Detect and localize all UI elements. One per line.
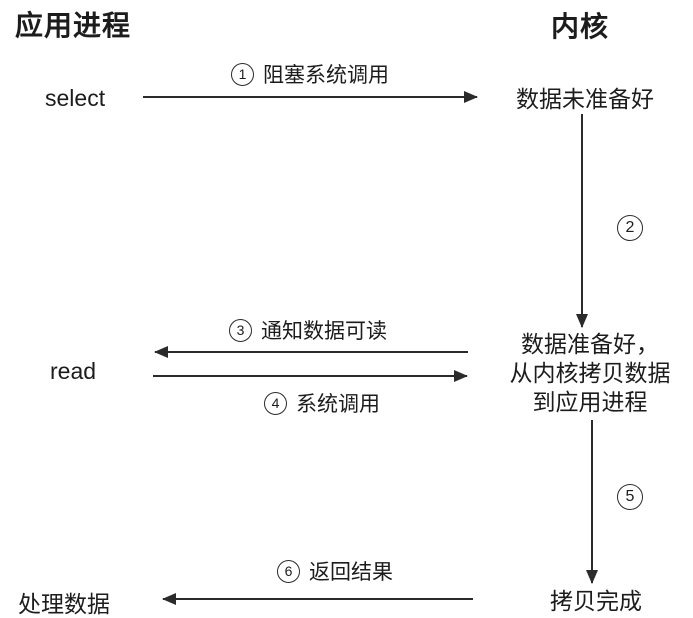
node-copy-done: 拷贝完成 xyxy=(550,588,642,614)
node-data-ready-line2: 从内核拷贝数据 xyxy=(509,360,671,386)
arrow-step2-head xyxy=(576,314,588,328)
step6-label: 6 返回结果 xyxy=(245,556,425,586)
step3-circled-number-icon: 3 xyxy=(229,318,252,342)
arrow-step1-shaft xyxy=(143,96,477,98)
step1-label-text: 阻塞系统调用 xyxy=(263,64,389,87)
step5-circled-number-icon: 5 xyxy=(617,484,643,510)
step4-label-text: 系统调用 xyxy=(296,393,380,416)
node-data-ready-line1: 数据准备好， xyxy=(521,331,659,357)
arrow-step3-head xyxy=(154,346,168,358)
step1-circled-number-icon: 1 xyxy=(231,62,254,86)
node-data-ready-line3: 到应用进程 xyxy=(532,389,648,415)
step1-label: 1 阻塞系统调用 xyxy=(195,59,425,89)
node-data-ready: 数据准备好， 从内核拷贝数据 到应用进程 xyxy=(490,330,690,417)
arrow-step6-shaft xyxy=(163,598,473,600)
node-process-data: 处理数据 xyxy=(18,591,110,617)
step6-label-text: 返回结果 xyxy=(309,561,393,584)
arrow-step4-head xyxy=(454,370,468,382)
node-data-not-ready: 数据未准备好 xyxy=(516,86,654,112)
arrow-step1-right-icon xyxy=(143,91,478,103)
arrow-step2-down-icon xyxy=(576,114,588,328)
step3-label-text: 通知数据可读 xyxy=(261,320,387,343)
arrow-step3-left-icon xyxy=(154,346,468,358)
column-title-application-process: 应用进程 xyxy=(15,10,132,41)
step4-circled-number-icon: 4 xyxy=(264,391,287,415)
step4-label: 4 系统调用 xyxy=(212,388,432,418)
node-select: select xyxy=(45,85,106,111)
step3-label: 3 通知数据可读 xyxy=(193,315,423,345)
step6-circled-number-icon: 6 xyxy=(277,559,300,583)
arrow-step5-down-icon xyxy=(586,420,598,584)
arrow-step2-shaft xyxy=(581,114,583,327)
step2-circled-number-icon: 2 xyxy=(617,215,643,241)
arrow-step6-head xyxy=(162,593,176,605)
arrow-step4-right-icon xyxy=(153,370,468,382)
arrow-step3-shaft xyxy=(155,351,468,353)
node-read: read xyxy=(50,358,97,384)
arrow-step6-left-icon xyxy=(162,593,473,605)
arrow-step5-head xyxy=(586,570,598,584)
arrow-step1-head xyxy=(464,91,478,103)
arrow-step4-shaft xyxy=(153,375,467,377)
arrow-step5-shaft xyxy=(591,420,593,583)
column-title-kernel: 内核 xyxy=(551,11,610,42)
